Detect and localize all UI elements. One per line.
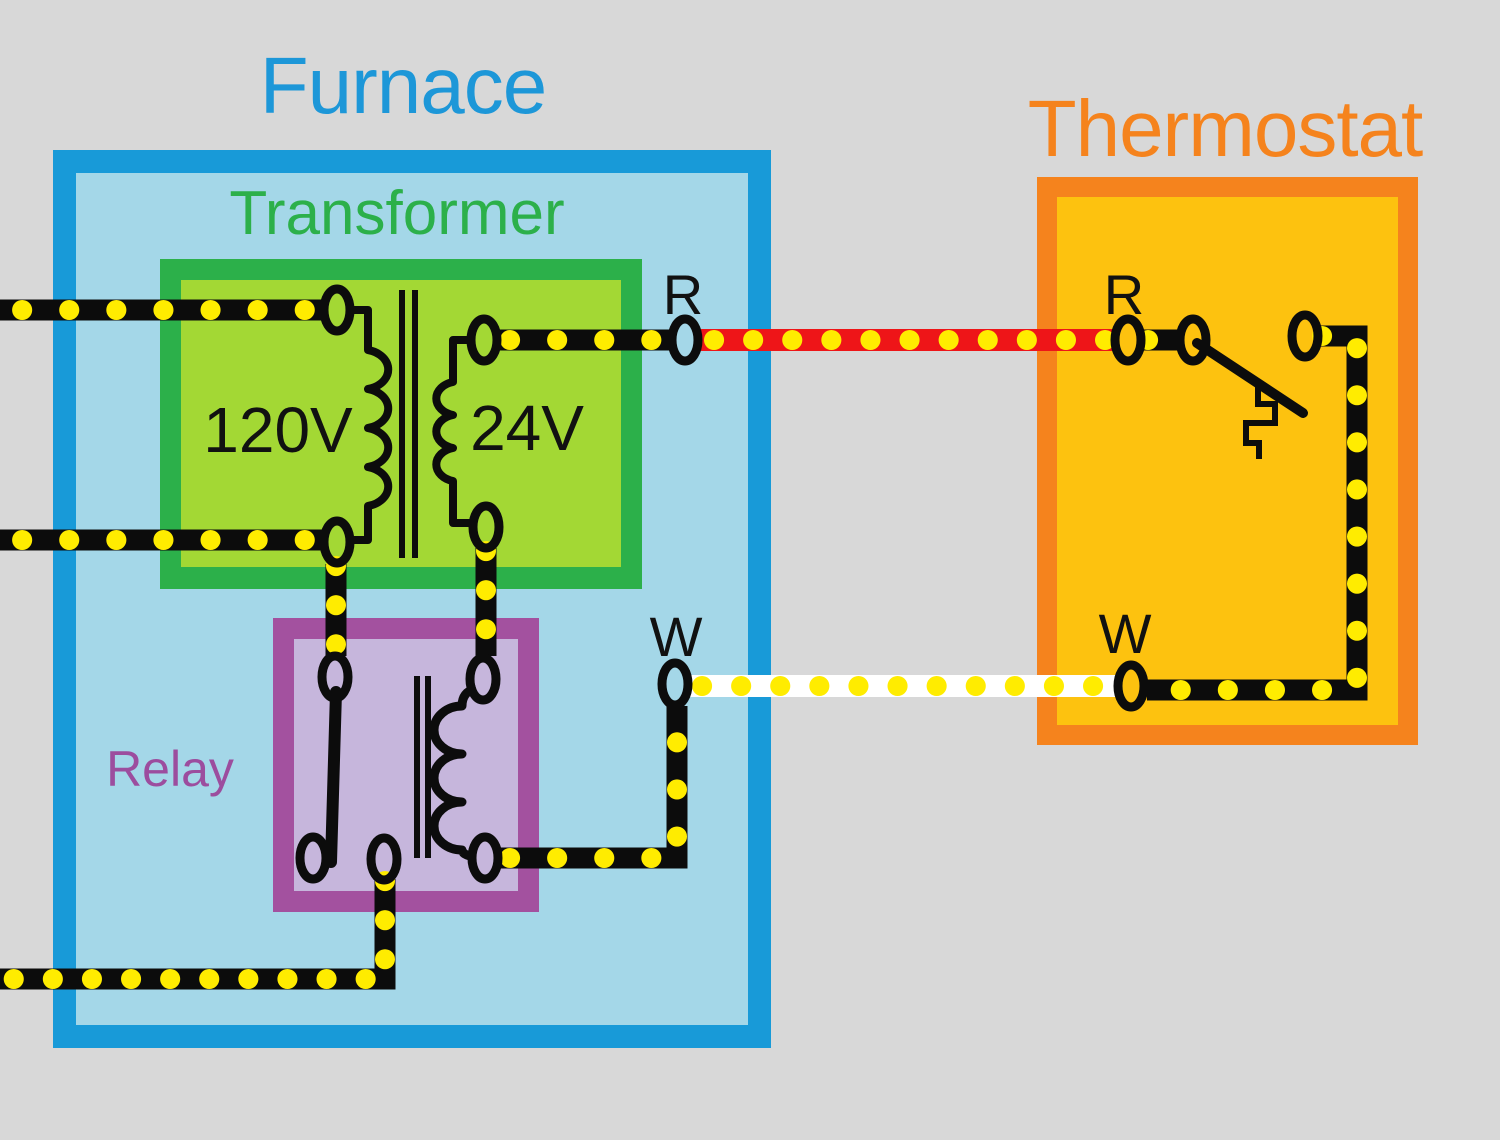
furnace-w-terminal [657,658,693,710]
relay-coil-top-terminal [465,653,501,705]
thermostat-contact-terminal [1287,310,1323,362]
furnace-r-label: R [663,263,703,326]
thermostat-switch-symbol [1192,338,1308,459]
thermostat-switch-pivot-terminal [1175,314,1211,366]
relay-load-wire-dots [0,871,395,989]
transformer-secondary-coil [432,336,472,527]
labels: Furnace Thermostat Transformer Relay 120… [106,41,1424,797]
transformer-symbol [350,290,472,558]
terminals [295,284,1323,885]
relay-coil-to-w-wire-dots [500,698,687,868]
relay-switch-contact-terminal [295,832,331,884]
thermostat-bimetal-stair [1243,383,1278,459]
relay-core-bar-left [414,676,420,858]
furnace-title: Furnace [260,41,546,130]
transformer-primary-top-terminal [319,284,355,336]
relay-coil [429,683,478,862]
relay-symbol [325,676,478,868]
relay-output-terminal [366,833,402,885]
relay-switch-blade [325,686,342,868]
transformer-primary-coil [350,306,393,544]
transformer-title: Transformer [229,179,564,248]
thermostat-r-label: R [1104,263,1144,326]
transformer-core-bar-left [399,290,405,558]
primary-voltage-label: 120V [203,394,353,466]
thermostat-switch-blade [1192,338,1308,418]
thermostat-w-terminal [1113,660,1149,712]
transformer-primary-bottom-terminal [319,516,355,568]
furnace-w-label: W [650,605,703,668]
thermostat-title: Thermostat [1028,84,1423,173]
thermostat-box [1037,177,1418,745]
transformer-secondary-bottom-terminal [468,501,504,553]
relay-coil-bottom-terminal [467,832,503,884]
relay-core-bar-right [425,676,431,858]
relay-switch-top-terminal [317,651,353,703]
relay-title: Relay [106,741,234,797]
secondary-voltage-label: 24V [470,392,584,464]
wires [0,299,1368,990]
transformer-secondary-top-terminal [466,314,502,366]
thermostat-contact-to-w-wire [1147,325,1368,701]
thermostat-box-fill [1057,197,1398,725]
transformer-core-bar-right [412,290,418,558]
thermostat-w-label: W [1099,602,1152,665]
thermostat-r-terminal [1110,314,1146,366]
furnace-r-terminal [667,314,703,366]
